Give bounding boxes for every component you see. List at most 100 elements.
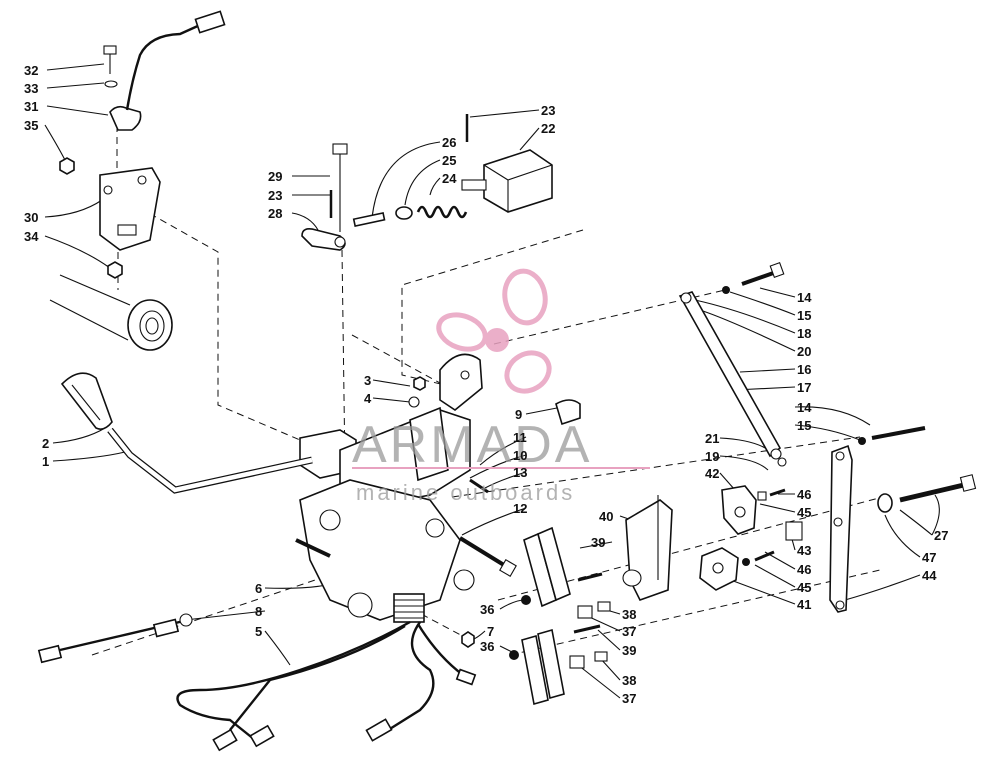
label-30: 30 — [24, 210, 38, 225]
armada-watermark: ARMADA marine outboards — [352, 268, 650, 505]
label-32: 32 — [24, 63, 38, 78]
label-12: 12 — [513, 501, 527, 516]
label-44: 44 — [922, 568, 937, 583]
label-1: 1 — [42, 454, 49, 469]
washer-4 — [408, 396, 420, 408]
screw-13 — [469, 478, 489, 494]
link-plates-upper — [523, 526, 571, 608]
label-11: 11 — [513, 430, 527, 445]
washer-33 — [104, 80, 118, 88]
rod-16-17 — [678, 291, 782, 460]
label-37-upper: 37 — [622, 624, 636, 639]
label-16: 16 — [797, 362, 811, 377]
watermark-brand: ARMADA — [352, 416, 592, 474]
washer-45b — [742, 558, 750, 566]
bolt-32 — [103, 45, 117, 74]
nut-7 — [461, 631, 475, 648]
label-23-upper-right: 23 — [541, 103, 555, 118]
label-36-upper: 36 — [480, 602, 494, 617]
label-15-upper: 15 — [797, 308, 811, 323]
label-38-lower: 38 — [622, 673, 636, 688]
cable-8 — [37, 613, 193, 664]
label-37-lower: 37 — [622, 691, 636, 706]
nut-35 — [59, 157, 75, 175]
label-39-lower: 39 — [622, 643, 636, 658]
label-45-lower: 45 — [797, 580, 811, 595]
label-36-lower: 36 — [480, 639, 494, 654]
label-20: 20 — [797, 344, 811, 359]
label-34: 34 — [24, 229, 39, 244]
shaft-housing — [49, 274, 173, 351]
label-38-upper: 38 — [622, 607, 636, 622]
label-2: 2 — [42, 436, 49, 451]
control-housing — [299, 353, 483, 621]
label-31: 31 — [24, 99, 38, 114]
label-39-upper: 39 — [591, 535, 605, 550]
label-14-upper: 14 — [797, 290, 812, 305]
label-45-upper: 45 — [797, 505, 811, 520]
nut-36a — [521, 595, 531, 605]
label-15-lower: 15 — [797, 418, 811, 433]
link-plates-lower — [521, 628, 565, 706]
label-35: 35 — [24, 118, 38, 133]
washer-47 — [877, 493, 893, 513]
spring-24 — [416, 205, 468, 219]
part-drawings — [37, 10, 977, 752]
label-7: 7 — [487, 624, 494, 639]
screw-6 — [295, 538, 331, 558]
shift-lever-1 — [107, 427, 313, 494]
label-4: 4 — [364, 391, 372, 406]
label-25: 25 — [442, 153, 456, 168]
washer-25 — [395, 206, 413, 220]
spacer-37b — [569, 655, 585, 669]
label-5: 5 — [255, 624, 262, 639]
bracket-40 — [622, 495, 673, 601]
bolt-14a — [741, 261, 785, 286]
label-26: 26 — [442, 135, 456, 150]
label-10: 10 — [513, 448, 527, 463]
label-21: 21 — [705, 431, 719, 446]
pin-38b — [594, 651, 608, 662]
label-14-lower: 14 — [797, 400, 812, 415]
label-13: 13 — [513, 465, 527, 480]
link-28 — [301, 228, 346, 251]
bolt-14b — [871, 426, 926, 440]
label-41: 41 — [797, 597, 811, 612]
link-19-21 — [777, 457, 787, 467]
bolt-12 — [458, 536, 517, 577]
wire-harness-5 — [176, 620, 477, 752]
solenoid-22 — [461, 149, 553, 213]
pin-38a — [597, 601, 611, 612]
screw-46a — [769, 488, 786, 497]
label-6: 6 — [255, 581, 262, 596]
watermark-tagline: marine outboards — [356, 480, 575, 505]
mount-plate-30 — [99, 167, 161, 251]
label-46-upper: 46 — [797, 487, 811, 502]
plate-41 — [699, 547, 739, 591]
propeller-logo — [436, 268, 552, 394]
washer-15a — [722, 286, 730, 294]
plate-42 — [721, 485, 757, 535]
label-22: 22 — [541, 121, 555, 136]
arm-44 — [829, 444, 853, 613]
nut-3 — [413, 376, 426, 391]
washer-15b — [858, 437, 866, 445]
label-47: 47 — [922, 550, 936, 565]
label-28: 28 — [268, 206, 282, 221]
spacer-43 — [785, 521, 803, 541]
cable-bracket-31 — [109, 10, 226, 131]
label-27: 27 — [934, 528, 948, 543]
label-42: 42 — [705, 466, 719, 481]
screw-46b — [754, 550, 775, 562]
knob-9 — [555, 399, 581, 426]
label-29: 29 — [268, 169, 282, 184]
label-19: 19 — [705, 449, 719, 464]
nut-34 — [107, 261, 123, 279]
screw-39a — [577, 572, 603, 582]
switch-box — [393, 593, 425, 623]
label-46-lower: 46 — [797, 562, 811, 577]
label-24: 24 — [442, 171, 457, 186]
label-17: 17 — [797, 380, 811, 395]
nut-36b — [509, 650, 519, 660]
